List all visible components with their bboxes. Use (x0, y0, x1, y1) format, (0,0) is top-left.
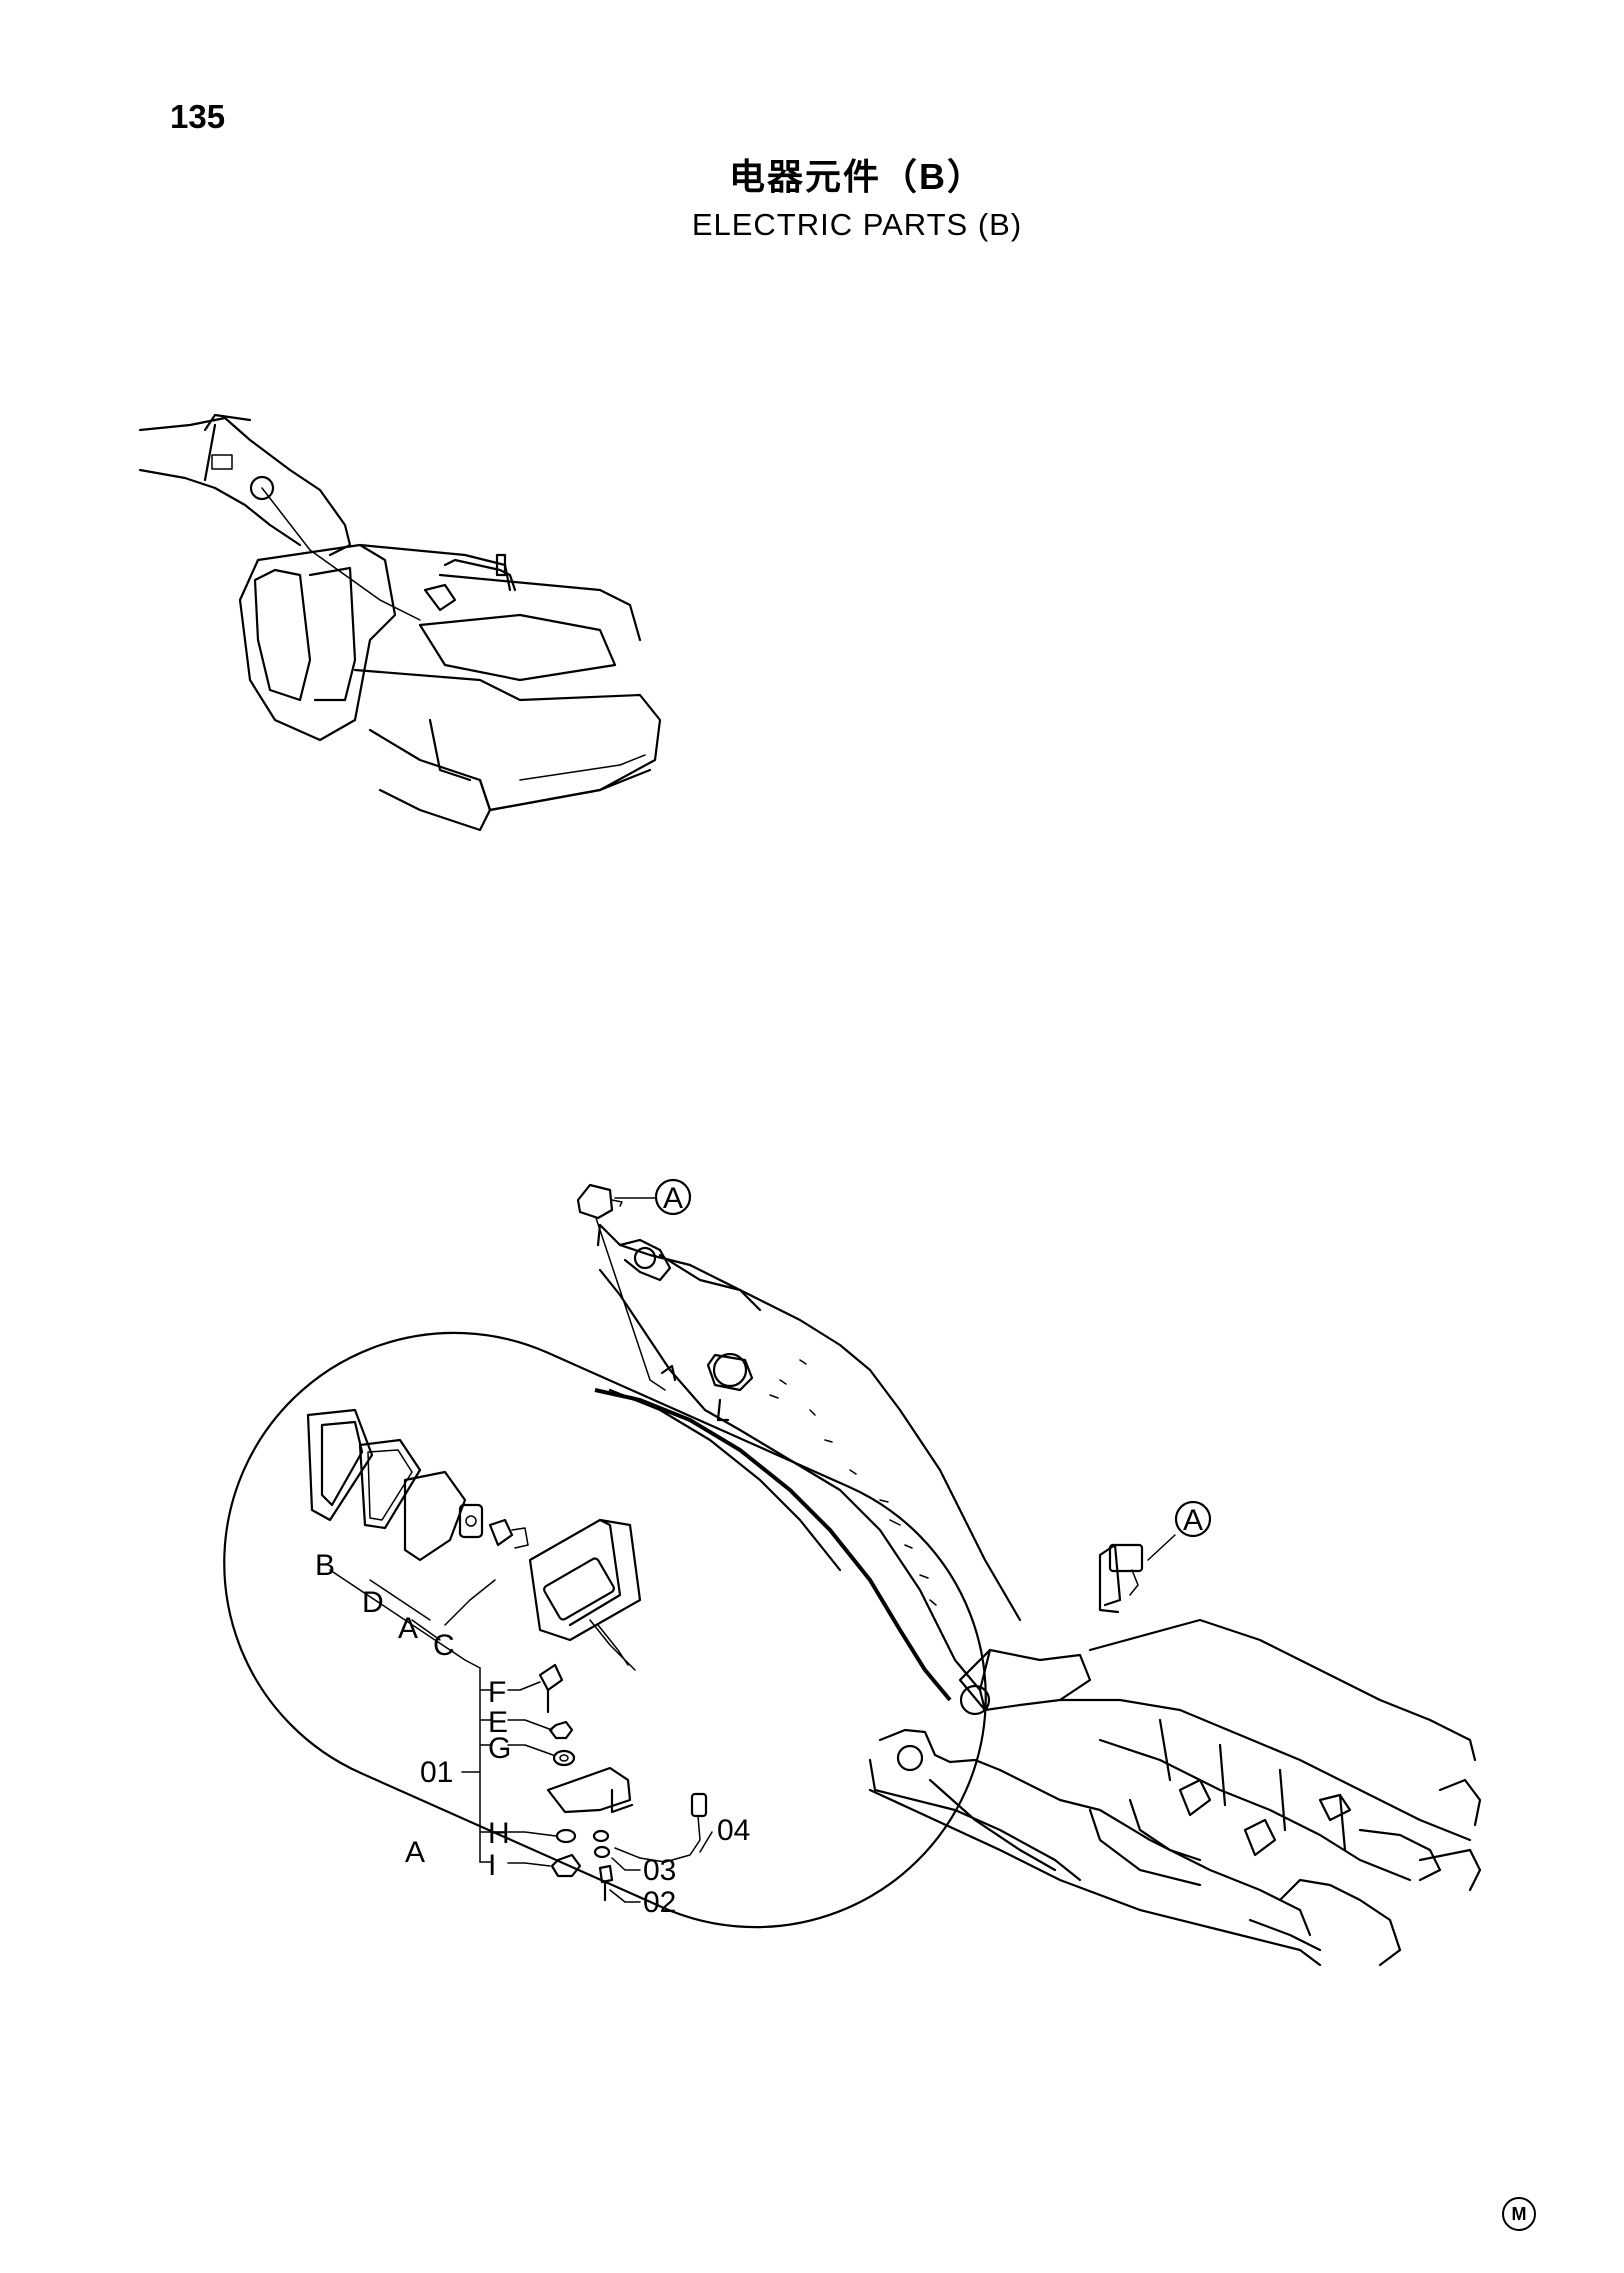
label-02-screw: 02 (643, 1886, 676, 1919)
callout-a-boom: A (654, 1178, 692, 1216)
callout-a-label: A (663, 1182, 683, 1215)
label-f-bolt: F (488, 1676, 506, 1709)
label-h-washer: H (488, 1817, 510, 1850)
detail-a-work-light (223, 1331, 987, 1929)
label-detail-a: A (405, 1836, 425, 1869)
label-c-bulb: C (433, 1629, 455, 1662)
label-a-housing: A (398, 1612, 418, 1645)
page-number: 135 (170, 98, 226, 135)
label-i-nut: I (488, 1849, 496, 1882)
corner-mark: M (1502, 2197, 1536, 2231)
page-title-english: ELECTRIC PARTS (B) (691, 207, 1023, 242)
label-04-plug: 04 (717, 1814, 750, 1847)
label-01-assembly: 01 (420, 1756, 453, 1789)
callout-a-deck: A (1174, 1500, 1212, 1538)
label-03-washer: 03 (643, 1854, 676, 1887)
label-d-gasket: D (362, 1586, 384, 1619)
frame-and-boom-drawing (576, 1183, 1482, 1967)
label-g-washer: G (488, 1732, 511, 1765)
callout-a-label: A (1183, 1504, 1203, 1537)
excavator-overview-drawing (138, 413, 662, 832)
page-title-chinese: 电器元件（B） (729, 156, 985, 197)
label-e-nut: E (488, 1706, 508, 1739)
label-b-lens: B (315, 1549, 335, 1582)
